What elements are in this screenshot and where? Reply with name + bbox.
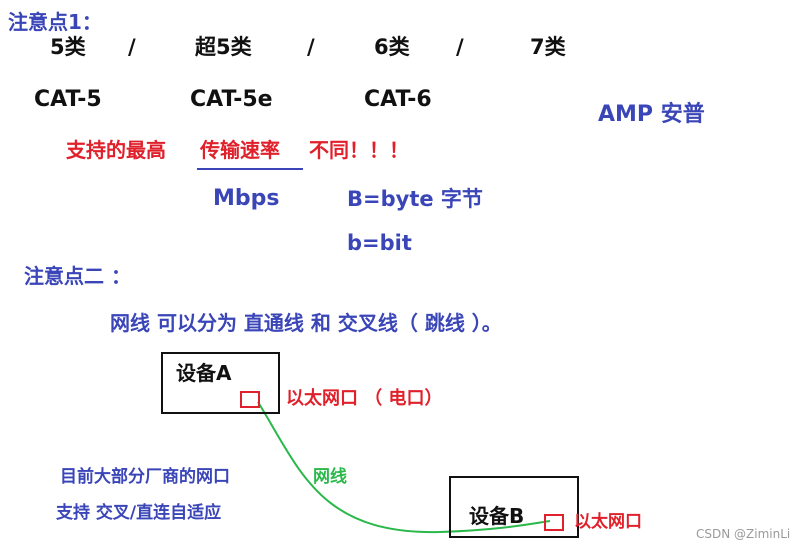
category-separator: /: [307, 35, 315, 59]
device-a-port-label: 以太网口 （ 电口）: [286, 388, 443, 409]
standard-cat6: CAT-6: [364, 87, 432, 112]
device-b-box: [449, 476, 579, 538]
device-b-port: [544, 514, 564, 531]
unit-byte-definition: B=byte 字节: [347, 187, 483, 211]
standard-cat5: CAT-5: [34, 87, 102, 112]
device-a-box: [161, 352, 280, 414]
cable-types-text: 网线 可以分为 直通线 和 交叉线（ 跳线 ）。: [110, 311, 502, 335]
cable-label: 网线: [313, 467, 347, 487]
rate-prefix: 支持的最高: [66, 138, 166, 162]
category-cat6: 6类: [374, 35, 410, 59]
watermark: CSDN @ZiminLi: [696, 527, 791, 541]
rate-underline: [197, 168, 303, 170]
category-separator: /: [128, 35, 136, 59]
device-b-label: 设备B: [469, 504, 525, 528]
amp-brand: AMP 安普: [598, 102, 705, 127]
vendor-note-line1: 目前大部分厂商的网口: [60, 467, 230, 487]
category-cat7: 7类: [530, 35, 566, 59]
vendor-note-line2: 支持 交叉/直连自适应: [56, 503, 222, 523]
unit-mbps: Mbps: [213, 186, 280, 211]
device-a-label: 设备A: [176, 361, 232, 385]
category-cat5: 5类: [50, 35, 86, 59]
note2-title: 注意点二 ：: [24, 264, 131, 288]
standard-cat5e: CAT-5e: [190, 87, 273, 112]
category-super5: 超5类: [195, 35, 252, 59]
device-b-port-label: 以太网口: [574, 512, 642, 532]
unit-bit-definition: b=bit: [347, 231, 412, 255]
rate-suffix: 不同！！！: [309, 138, 409, 162]
note1-title: 注意点1：: [8, 10, 102, 34]
rate-highlight: 传输速率: [200, 138, 280, 162]
category-separator: /: [456, 35, 464, 59]
device-a-port: [240, 391, 260, 408]
